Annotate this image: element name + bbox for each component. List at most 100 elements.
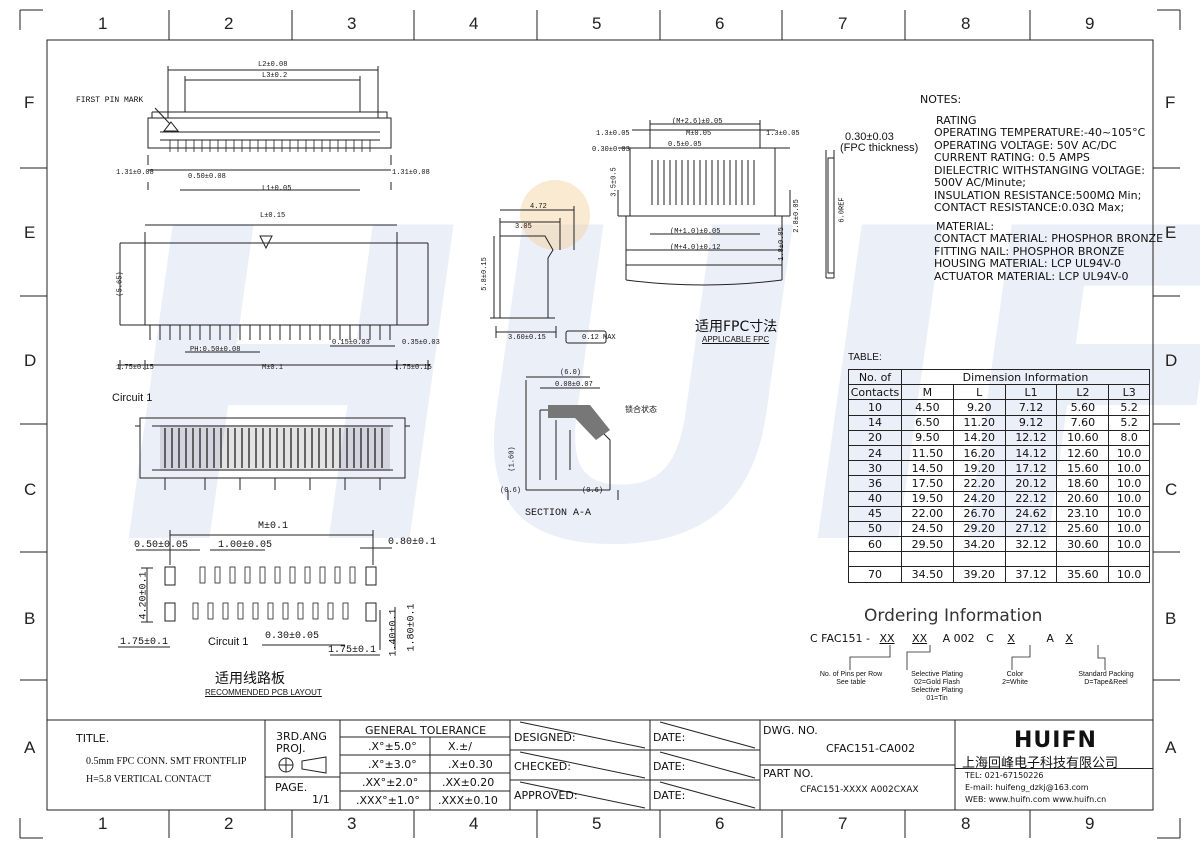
order-legend-plating: Selective Plating 02=Gold Flash Selectiv… — [898, 671, 976, 703]
table-cell: 10.60 — [1056, 429, 1110, 446]
note-line: CONTACT RESISTANCE:0.03Ω Max; — [934, 201, 1125, 214]
order-code-plating: XX — [912, 632, 928, 645]
table-cell: 32.12 — [1004, 536, 1058, 553]
table-cell: 10.0 — [1108, 490, 1150, 507]
table-cell: 24.62 — [1004, 505, 1058, 522]
dim-max012: 0.12 MAX — [582, 334, 616, 342]
order-code-a: A — [1046, 632, 1054, 645]
tolerance-row1-linear: X.±/ — [448, 740, 472, 753]
table-cell: 22.00 — [901, 505, 954, 522]
notes-header: NOTES: — [920, 93, 962, 106]
tolerance-row2-angle: .X°±3.0° — [368, 758, 417, 771]
zone-row-a-left: A — [24, 738, 36, 757]
zone-row-e-right: E — [1165, 223, 1177, 242]
tolerance-row3-angle: .XX°±2.0° — [362, 776, 419, 789]
note-line: CONTACT MATERIAL: PHOSPHOR BRONZE — [934, 232, 1164, 245]
table-head-l: L — [952, 384, 1006, 401]
note-line: OPERATING VOLTAGE: 50V AC/DC — [934, 138, 1117, 152]
note-line: ACTUATOR MATERIAL: LCP UL94V-0 — [934, 269, 1129, 283]
table-cell: 24.50 — [901, 520, 954, 538]
zone-col-6-top: 6 — [715, 14, 725, 33]
pcb-title: 适用线路板 — [215, 671, 285, 687]
table-cell: 34.20 — [952, 536, 1006, 553]
order-code-c: C — [986, 632, 994, 645]
table-cell: 8.0 — [1108, 429, 1150, 446]
table-cell — [848, 551, 902, 568]
order-code-color: X — [1007, 632, 1015, 645]
fpc-title: 适用FPC寸法 — [695, 319, 778, 335]
zone-row-b-right: B — [1165, 609, 1177, 628]
table-cell: 50 — [848, 520, 902, 538]
table-cell: 14.12 — [1004, 444, 1058, 462]
table-cell: 19.20 — [952, 460, 1006, 477]
table-cell: 9.20 — [952, 399, 1006, 416]
first-pin-mark-label: FIRST PIN MARK — [76, 96, 144, 105]
table-cell: 10.0 — [1108, 566, 1150, 583]
angle-label-2: PROJ. — [276, 742, 306, 755]
page-value: 1/1 — [312, 793, 330, 806]
tolerance-header: GENERAL TOLERANCE — [365, 724, 487, 737]
zone-row-d-left: D — [24, 351, 37, 370]
zone-col-9-top: 9 — [1085, 14, 1095, 33]
table-cell: 10.0 — [1108, 505, 1150, 522]
ordering-code: C FAC151 - XX XX A 002 C X A X — [810, 632, 1073, 645]
dim-175a: 1.75±0.15 — [116, 364, 154, 372]
dimension-table: No. of Dimension Information Contacts M … — [848, 368, 1150, 583]
table-cell: 10.0 — [1108, 536, 1150, 553]
order-legend-pins-2: See table — [836, 679, 866, 686]
order-legend-pack-2: D=Tape&Reel — [1084, 679, 1128, 686]
note-line: MATERIAL: — [936, 219, 995, 233]
table-cell: 35.60 — [1056, 566, 1110, 583]
table-cell: 17.12 — [1004, 460, 1058, 477]
note-line: DIELECTRIC WITHSTANGING VOLTAGE: — [934, 163, 1145, 177]
dim-035: 0.35±0.03 — [402, 339, 440, 347]
note-line: HOUSING MATERIAL: LCP UL94V-0 — [934, 257, 1121, 270]
table-cell: 27.12 — [1004, 520, 1058, 538]
table-cell: 18.60 — [1056, 475, 1110, 492]
circuit1-top-label: Circuit 1 — [112, 392, 153, 404]
table-cell: 70 — [848, 566, 902, 583]
table-cell — [1108, 551, 1150, 568]
dim-fpc-13b: 1.3±0.05 — [766, 130, 800, 138]
table-cell: 10.0 — [1108, 444, 1150, 462]
dim-360: 3.60±0.15 — [508, 334, 546, 342]
table-cell: 25.60 — [1056, 520, 1110, 538]
table-cell: 29.50 — [901, 536, 954, 553]
dim-305: 3.05 — [515, 223, 532, 231]
watermark-dot — [520, 180, 590, 250]
table-cell: 45 — [848, 505, 902, 522]
table-cell: 30 — [848, 460, 902, 477]
order-legend-plating-1: Selective Plating — [911, 671, 963, 678]
checked-label: CHECKED: — [514, 760, 571, 773]
table-cell: 10.0 — [1108, 460, 1150, 477]
title-line1: 0.5mm FPC CONN. SMT FRONTFLIP — [86, 756, 247, 767]
dim-pcb-175b: 1.75±0.1 — [328, 645, 377, 656]
zone-col-1-top: 1 — [98, 14, 108, 33]
dim-l2: L2±0.08 — [258, 61, 288, 69]
table-cell: 17.50 — [901, 475, 954, 492]
order-code-series: A 002 — [942, 632, 975, 645]
zone-col-4-bottom: 4 — [469, 814, 479, 833]
title-line2: H=5.8 VERTICAL CONTACT — [86, 774, 212, 785]
note-line: OPERATING TEMPERATURE:-40~105°C — [934, 126, 1146, 139]
dim-pitch: PH:0.50±0.08 — [190, 346, 241, 354]
dim-h565: (5.65) — [116, 271, 125, 297]
order-legend-plating-3: Selective Plating — [911, 687, 963, 694]
table-cell: 4.50 — [901, 399, 954, 416]
company-divider — [955, 768, 1153, 769]
fpc-thickness-label: (FPC thickness) — [840, 142, 919, 154]
section-label: SECTION A-A — [525, 508, 592, 519]
dim-fpc-m26: (M+2.6)±0.05 — [672, 118, 723, 126]
zone-col-3-bottom: 3 — [347, 814, 357, 833]
note-line: RATING — [936, 113, 977, 127]
zone-row-a-right: A — [1165, 738, 1177, 757]
designed-label: DESIGNED: — [514, 731, 576, 744]
table-cell: 60 — [848, 536, 902, 553]
table-cell: 22.12 — [1004, 490, 1058, 507]
order-legend-pack-1: Standard Packing — [1078, 671, 1134, 678]
dim-m: M±0.1 — [262, 364, 284, 372]
tolerance-row3-linear: .XX±0.20 — [442, 776, 495, 789]
